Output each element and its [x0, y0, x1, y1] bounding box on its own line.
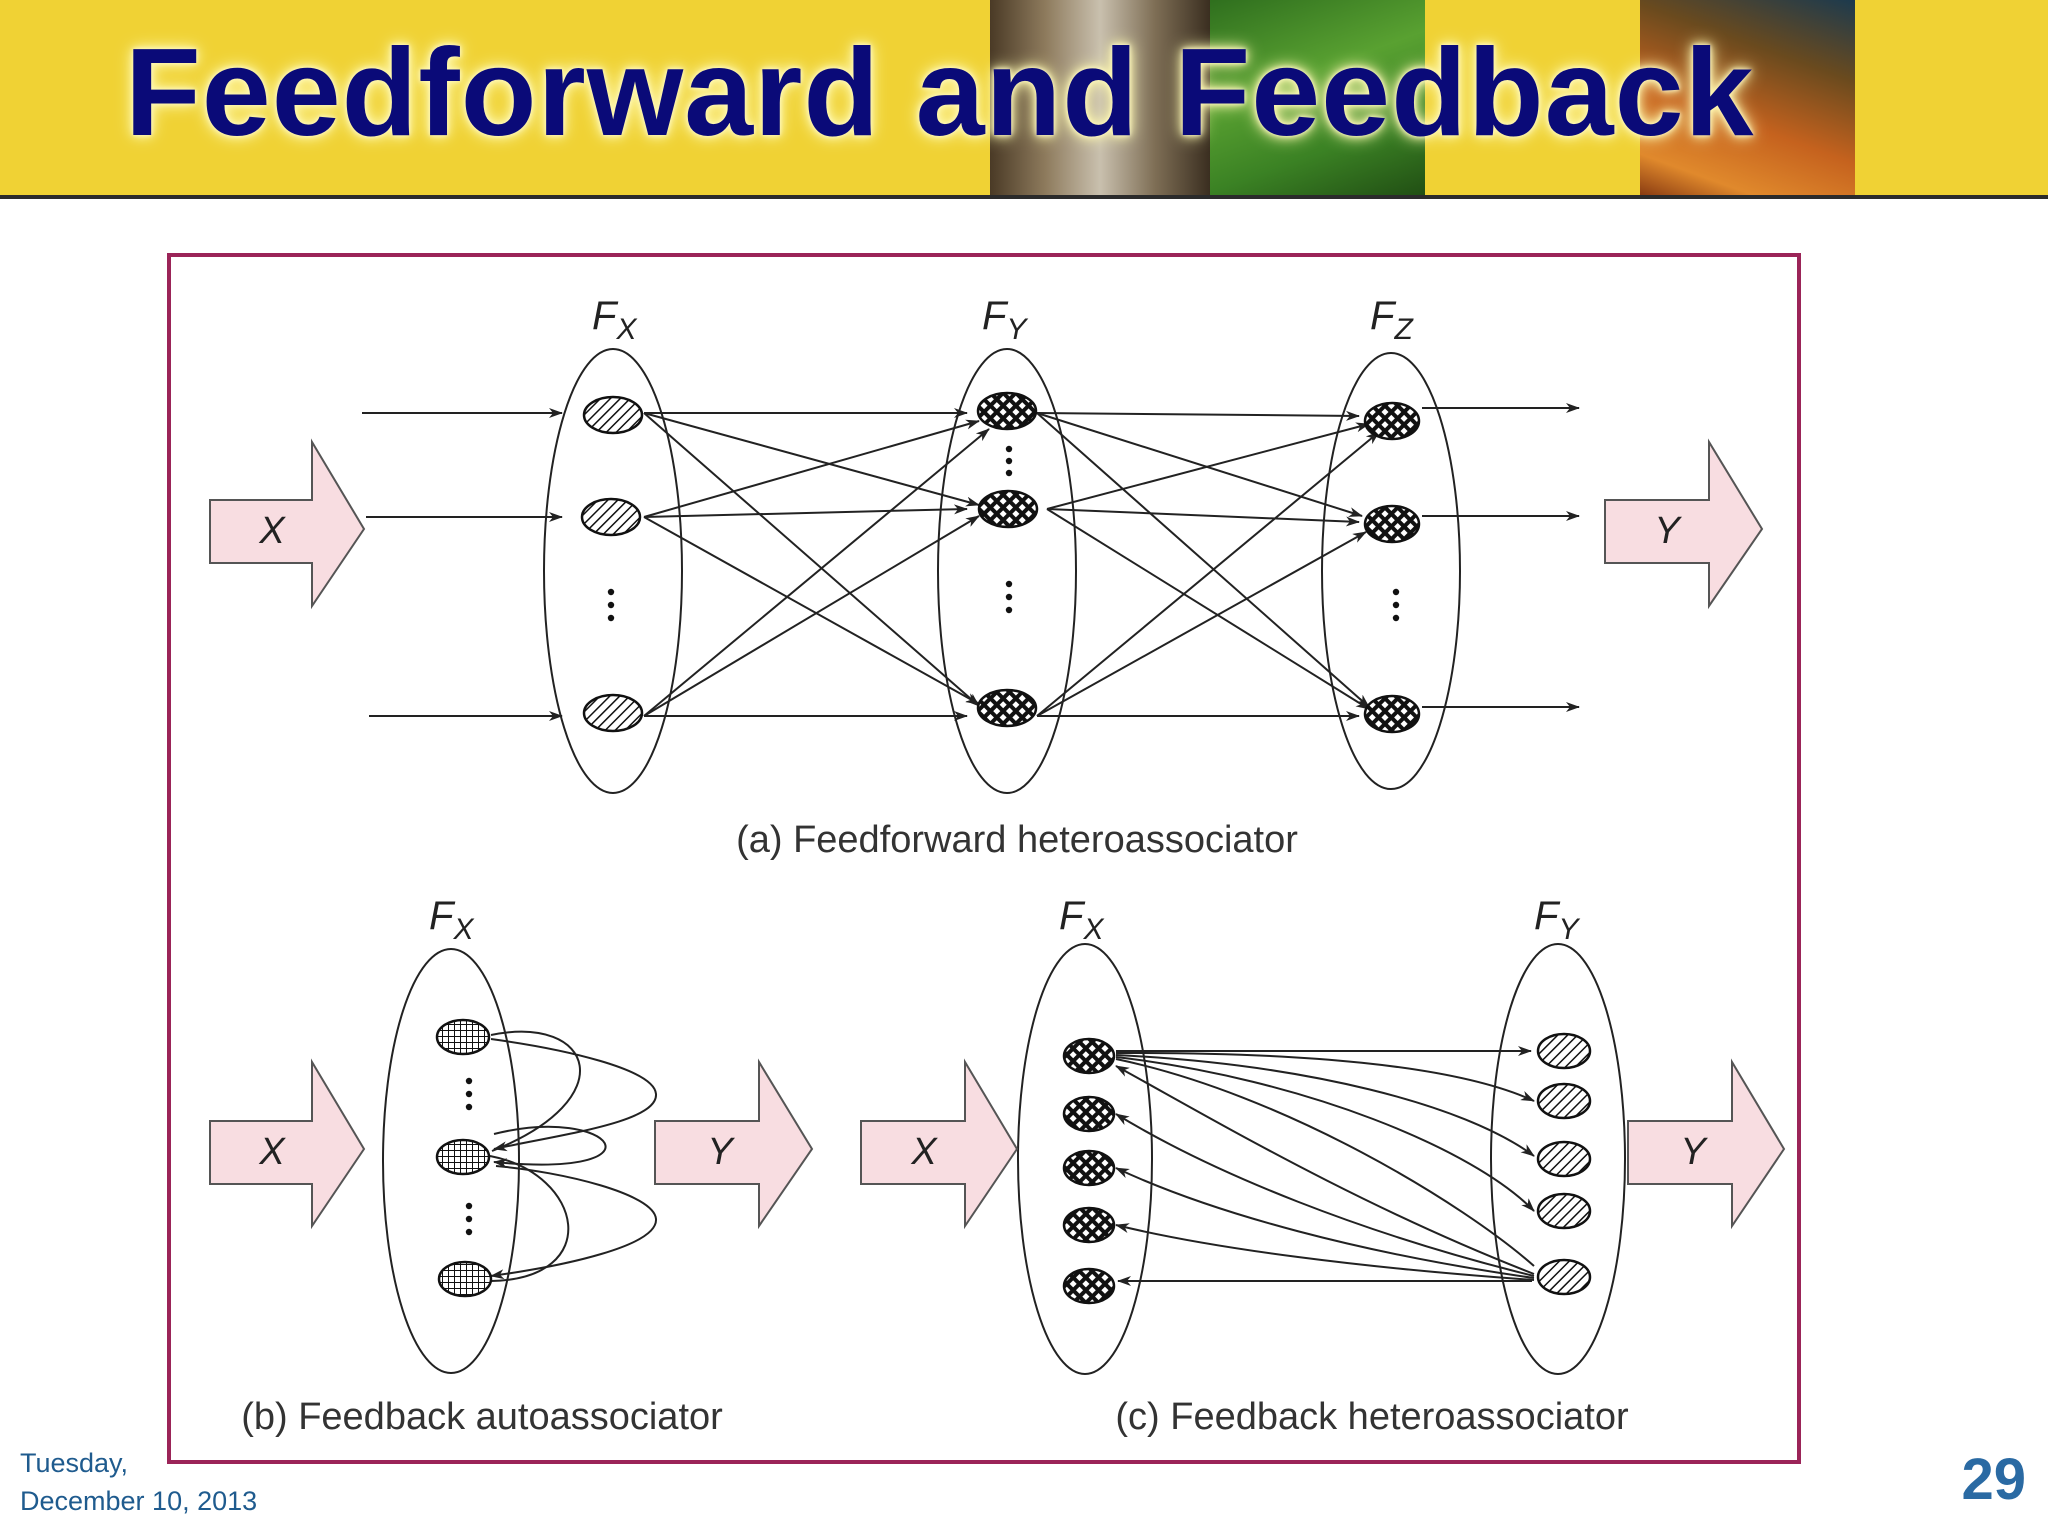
nodes-fx-a — [580, 395, 644, 733]
output-arrow-b: Y — [654, 1058, 814, 1230]
page-number: 29 — [1961, 1447, 2026, 1512]
banner-photo-tree — [1640, 0, 1855, 195]
input-arrow-label: X — [910, 1131, 938, 1173]
node — [580, 497, 642, 537]
input-arrow-b: X — [209, 1058, 366, 1230]
diagram-c: FX FY — [860, 894, 1786, 1438]
input-lines-a — [362, 408, 563, 721]
layer-fz-ellipse — [1321, 352, 1461, 790]
layer-label-fx-c: FX — [1059, 894, 1104, 946]
network-diagrams: FX FY FZ — [209, 294, 1786, 1438]
slide-date: Tuesday, December 10, 2013 — [20, 1444, 257, 1520]
node — [582, 693, 644, 733]
node — [1536, 1032, 1592, 1070]
layer-fx-ellipse — [543, 348, 683, 794]
node — [1536, 1258, 1592, 1296]
nodes-fz-a — [1363, 401, 1421, 734]
output-arrow-c: Y — [1627, 1058, 1786, 1230]
nodes-fy-a — [976, 391, 1039, 728]
nodes-fx-c — [1062, 1037, 1116, 1305]
layer-fy-ellipse — [937, 348, 1077, 794]
banner-divider — [0, 195, 2048, 199]
output-arrow-label: Y — [1680, 1131, 1708, 1173]
node — [1363, 401, 1421, 441]
input-arrow-label: X — [258, 1131, 286, 1173]
layer-fx-ellipse-c — [1017, 943, 1153, 1375]
nodes-fx-b — [435, 1018, 493, 1298]
diagram-a: FX FY FZ — [209, 294, 1764, 861]
ellipsis-dots-a — [607, 445, 1400, 622]
output-arrow-a: Y — [1604, 438, 1764, 610]
node — [1536, 1192, 1592, 1230]
node — [1363, 504, 1421, 544]
node — [1062, 1095, 1116, 1133]
node — [1363, 694, 1421, 734]
input-arrow-c: X — [860, 1058, 1019, 1230]
layer-label-fx-a: FX — [592, 294, 637, 346]
node — [976, 688, 1038, 728]
node — [1062, 1037, 1116, 1075]
banner-photo-stone — [990, 0, 1210, 195]
node — [1062, 1267, 1116, 1305]
date-full: December 10, 2013 — [20, 1486, 258, 1516]
date-weekday: Tuesday, — [20, 1448, 129, 1478]
output-lines-a — [1422, 403, 1580, 712]
node — [1536, 1140, 1592, 1178]
layer-label-fy-c: FY — [1534, 894, 1580, 946]
diagram-b: FX X Y (b) Feedback autoassociator — [209, 894, 814, 1438]
connections-fy-fz — [1036, 410, 1380, 721]
layer-label-fx-b: FX — [429, 894, 474, 946]
caption-b: (b) Feedback autoassociator — [241, 1396, 723, 1438]
node — [435, 1018, 491, 1056]
node — [976, 391, 1038, 431]
node — [437, 1260, 493, 1298]
node — [977, 489, 1039, 529]
node — [1062, 1149, 1116, 1187]
slide-title: Feedforward and Feedback — [125, 24, 1755, 162]
node — [1062, 1206, 1116, 1244]
node — [435, 1138, 491, 1176]
forward-connections-c — [1115, 1046, 1535, 1267]
figure-frame: FX FY FZ — [167, 253, 1801, 1464]
feedback-loops-b — [489, 1030, 658, 1282]
layer-label-fy-a: FY — [982, 294, 1028, 346]
layer-fy-ellipse-c — [1490, 943, 1626, 1375]
input-arrow-label: X — [258, 510, 286, 552]
node — [582, 395, 644, 435]
layer-label-fz-a: FZ — [1370, 294, 1414, 346]
caption-c: (c) Feedback heteroassociator — [1115, 1396, 1629, 1438]
connections-fx-fy — [643, 408, 990, 721]
input-arrow-a: X — [209, 438, 366, 610]
output-arrow-label: Y — [707, 1131, 735, 1173]
ellipsis-dots-b — [465, 1077, 473, 1236]
feedback-connections-c — [1115, 1065, 1535, 1286]
banner-photo-grass — [1210, 0, 1425, 195]
node — [1536, 1082, 1592, 1120]
layer-fx-ellipse-b — [382, 948, 520, 1374]
caption-a: (a) Feedforward heteroassociator — [736, 819, 1298, 861]
output-arrow-label: Y — [1654, 510, 1682, 552]
nodes-fy-c — [1536, 1032, 1592, 1296]
